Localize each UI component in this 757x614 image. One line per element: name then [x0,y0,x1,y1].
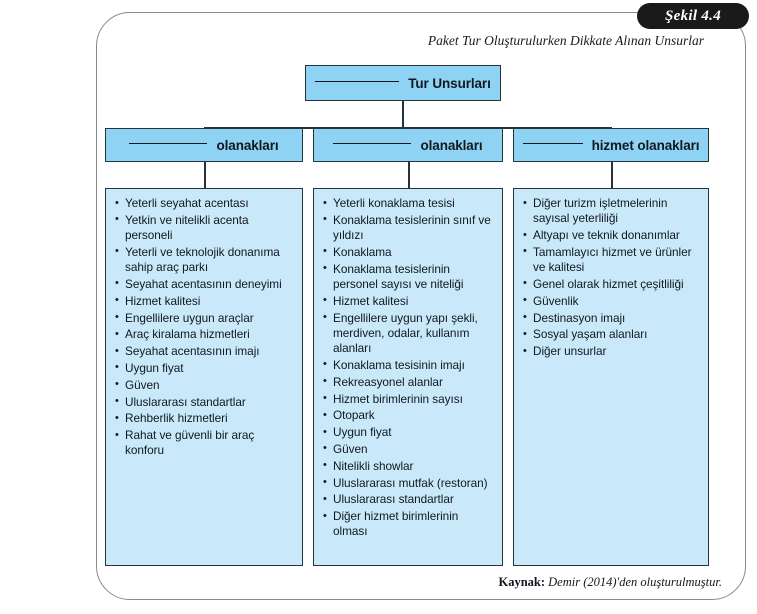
list-item: Engellilere uygun yapı şekli, merdiven, … [322,310,494,357]
list-item: Uygun fiyat [114,360,294,376]
column-header-box-2: olanakları [313,128,503,162]
list-item: Seyahat acentasının deneyimi [114,276,294,292]
column-list-3: Diğer turizm işletmelerinin sayısal yete… [522,196,700,360]
list-item: Diğer hizmet birimlerinin olması [322,509,494,540]
column-blank-line-3 [522,143,583,145]
list-item: Nitelikli showlar [322,458,494,474]
connector-horizontal-bus [204,127,612,129]
figure-frame [96,12,746,600]
figure-caption: Paket Tur Oluşturulurken Dikkate Alınan … [427,33,704,48]
list-item: Genel olarak hizmet çeşitliliği [522,276,700,292]
list-item: Yetkin ve nitelikli acenta personeli [114,212,294,244]
list-item: Seyahat acentasının imajı [114,344,294,360]
column-list-box-2: Yeterli konaklama tesisiKonaklama tesisl… [313,188,503,566]
figure-number-label: Şekil 4.4 [664,7,722,24]
column-list-2: Yeterli konaklama tesisiKonaklama tesisl… [322,195,494,540]
list-item: Hizmet kalitesi [322,293,494,309]
list-item: Rehberlik hizmetleri [114,411,294,427]
source-text: Demir (2014)'den oluşturulmuştur. [545,575,722,589]
list-item: Konaklama tesislerinin personel sayısı v… [322,261,494,293]
list-item: Yeterli konaklama tesisi [322,195,494,211]
list-item: Güvenlik [522,293,700,309]
column-header-text-3: hizmet olanakları [591,137,700,153]
list-item: Konaklama tesislerinin sınıf ve yıldızı [322,212,494,244]
list-item: Tamamlayıcı hizmet ve ürünler ve kalites… [522,244,700,276]
column-header-label-3: hizmet olanakları [522,137,700,153]
column-header-box-3: hizmet olanakları [513,128,709,162]
list-item: Uluslararası standartlar [322,492,494,508]
list-item: Hizmet kalitesi [114,293,294,309]
list-item: Rekreasyonel alanlar [322,374,494,390]
list-item: Rahat ve güvenli bir araç konforu [114,428,294,459]
column-header-label-2: olanakları [333,137,483,153]
column-list-box-3: Diğer turizm işletmelerinin sayısal yete… [513,188,709,566]
connector-branch-col2 [408,162,410,188]
column-header-text-1: olanakları [216,137,279,153]
connector-root-stem [402,101,404,128]
root-node-box: Tur Unsurları [305,65,501,101]
column-header-label-1: olanakları [129,137,279,153]
column-list-1: Yeterli seyahat acentasıYetkin ve niteli… [114,195,294,459]
list-item: Yeterli seyahat acentası [114,195,294,211]
list-item: Diğer unsurlar [522,344,700,360]
root-node-text: Tur Unsurları [408,75,491,91]
list-item: Yeterli ve teknolojik donanıma sahip ara… [114,244,294,276]
list-item: Konaklama [322,244,494,260]
connector-branch-col3 [611,162,613,188]
list-item: Altyapı ve teknik donanımlar [522,228,700,244]
root-node-label: Tur Unsurları [315,75,491,91]
source-prefix: Kaynak: [498,575,546,589]
list-item: Uluslararası mutfak (restoran) [322,475,494,491]
list-item: Güven [322,441,494,457]
root-blank-line [315,81,400,83]
list-item: Otopark [322,408,494,424]
list-item: Konaklama tesisinin imajı [322,357,494,373]
list-item: Hizmet birimlerinin sayısı [322,391,494,407]
list-item: Güven [114,377,294,393]
list-item: Uygun fiyat [322,425,494,441]
column-blank-line-1 [129,143,208,145]
source-note: Kaynak: Demir (2014)'den oluşturulmuştur… [0,575,722,590]
column-header-text-2: olanakları [420,137,483,153]
column-list-box-1: Yeterli seyahat acentasıYetkin ve niteli… [105,188,303,566]
column-header-box-1: olanakları [105,128,303,162]
list-item: Araç kiralama hizmetleri [114,327,294,343]
figure-number-tab: Şekil 4.4 [637,3,749,29]
connector-branch-col1 [204,162,206,188]
list-item: Destinasyon imajı [522,310,700,326]
column-blank-line-2 [333,143,412,145]
list-item: Uluslararası standartlar [114,394,294,410]
list-item: Sosyal yaşam alanları [522,327,700,343]
list-item: Engellilere uygun araçlar [114,310,294,326]
list-item: Diğer turizm işletmelerinin sayısal yete… [522,196,700,227]
